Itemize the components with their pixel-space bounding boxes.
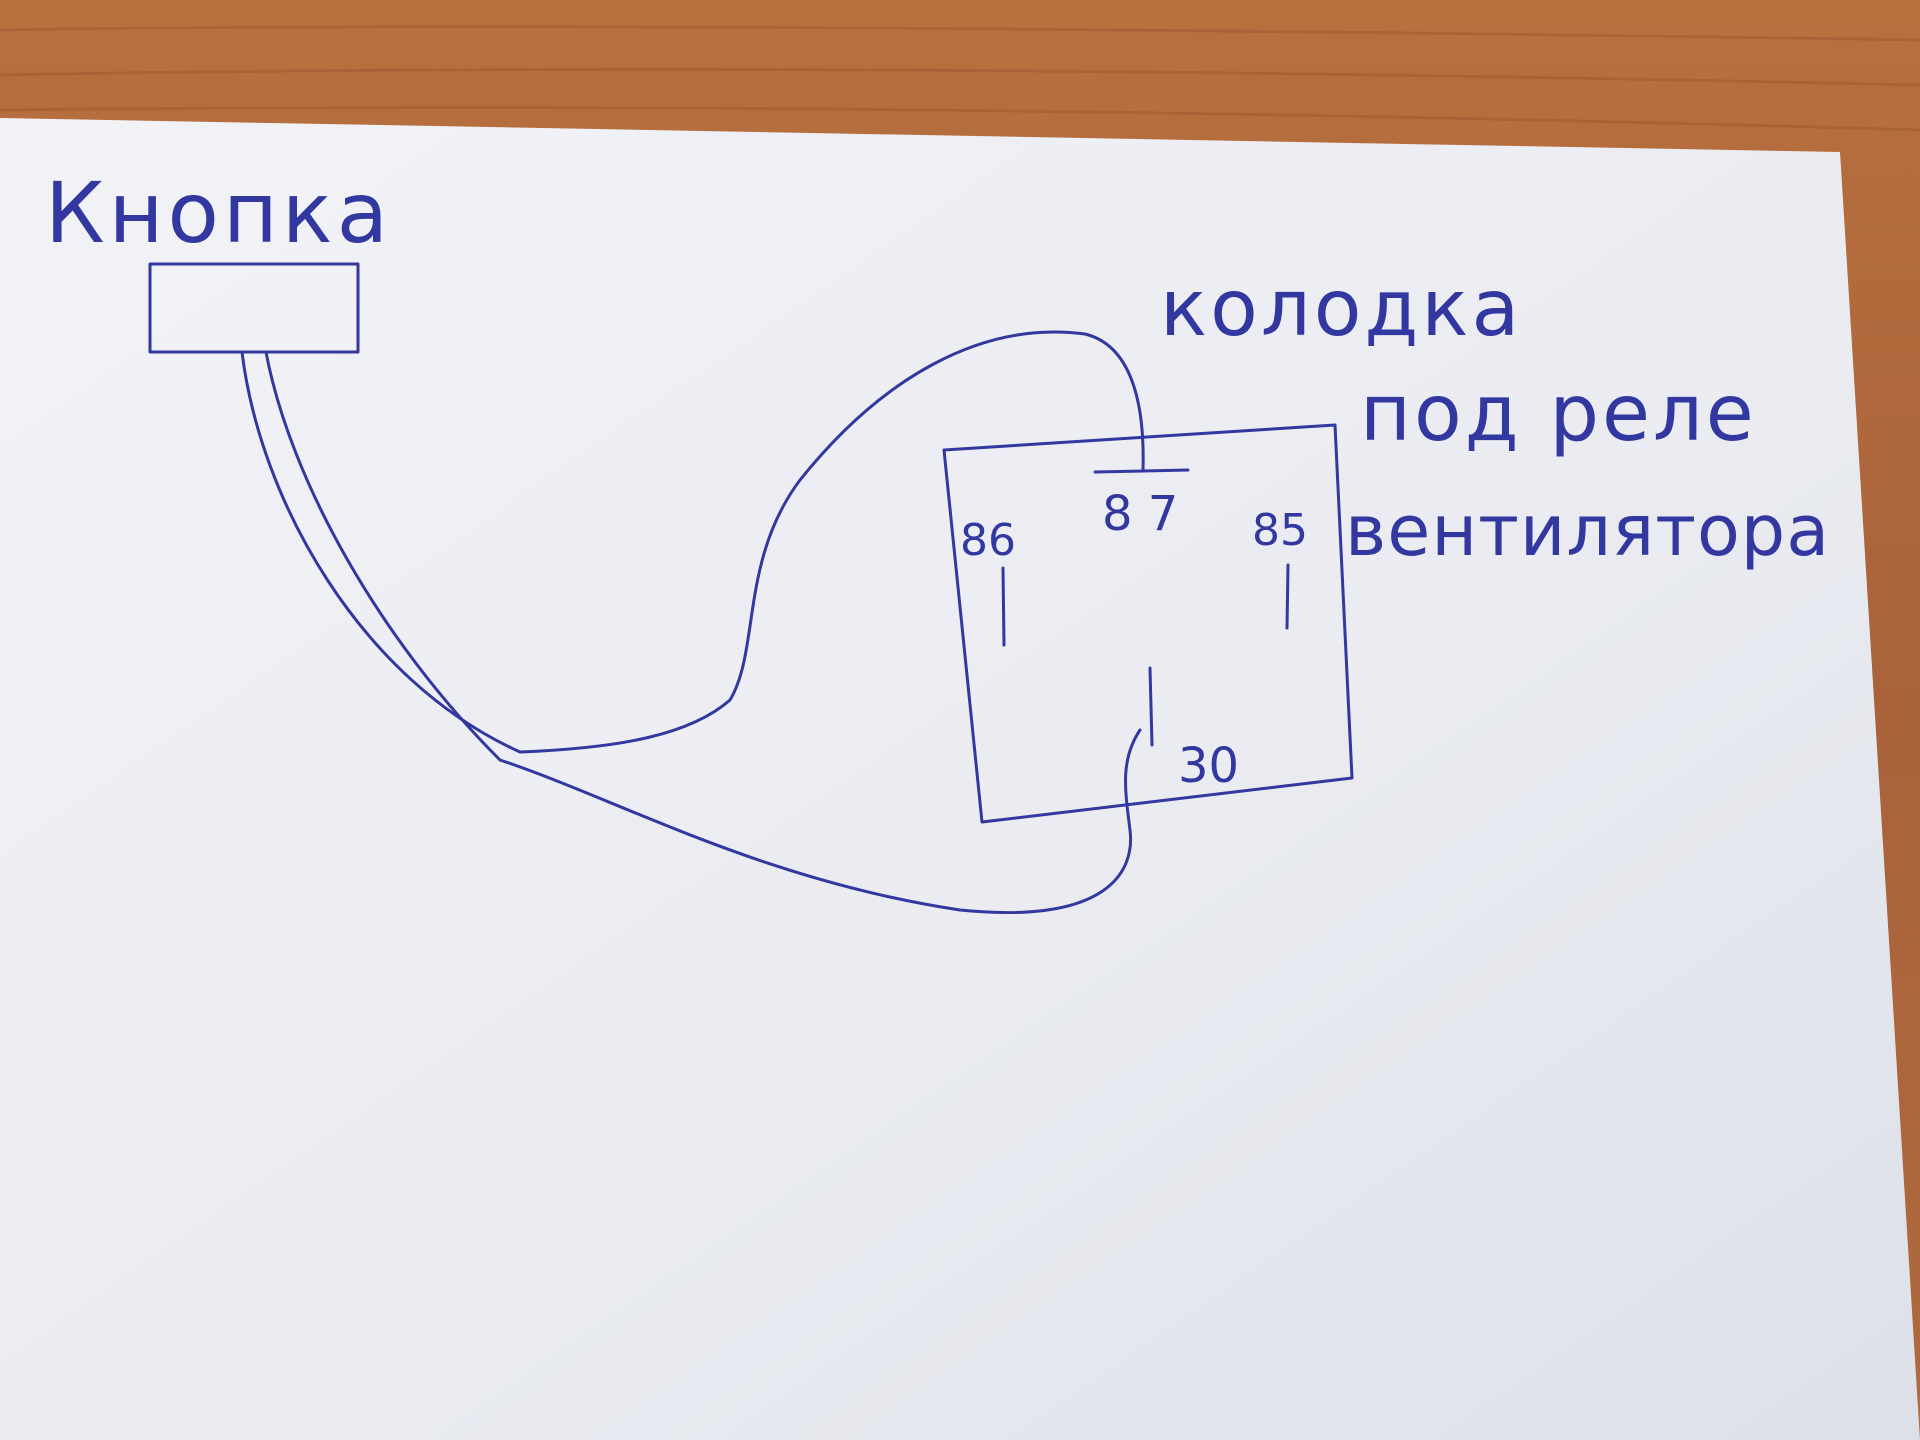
relay-socket-outline [942,423,1354,824]
block-label-line1: колодка [1160,264,1522,354]
terminal-30-label: 30 [1178,738,1239,794]
terminal-87-bar [1093,468,1190,474]
terminal-85-bar [1285,563,1290,630]
block-label-line2: под реле [1360,369,1757,459]
wood-grain [0,25,1920,132]
terminal-87-label: 8 7 [1102,486,1178,542]
button-label: Кнопка [45,164,392,262]
wiring-diagram [148,262,1354,915]
terminal-86-bar [1001,566,1006,647]
wire-to-87 [240,330,1145,754]
wire-to-30 [264,350,1142,915]
terminal-86-label: 86 [960,515,1016,566]
button-box [148,262,360,354]
block-label-line3: вентилятора [1345,490,1830,572]
terminal-85-label: 85 [1252,505,1308,556]
paper-sheet [0,118,1920,1440]
terminal-30-bar [1148,666,1154,747]
